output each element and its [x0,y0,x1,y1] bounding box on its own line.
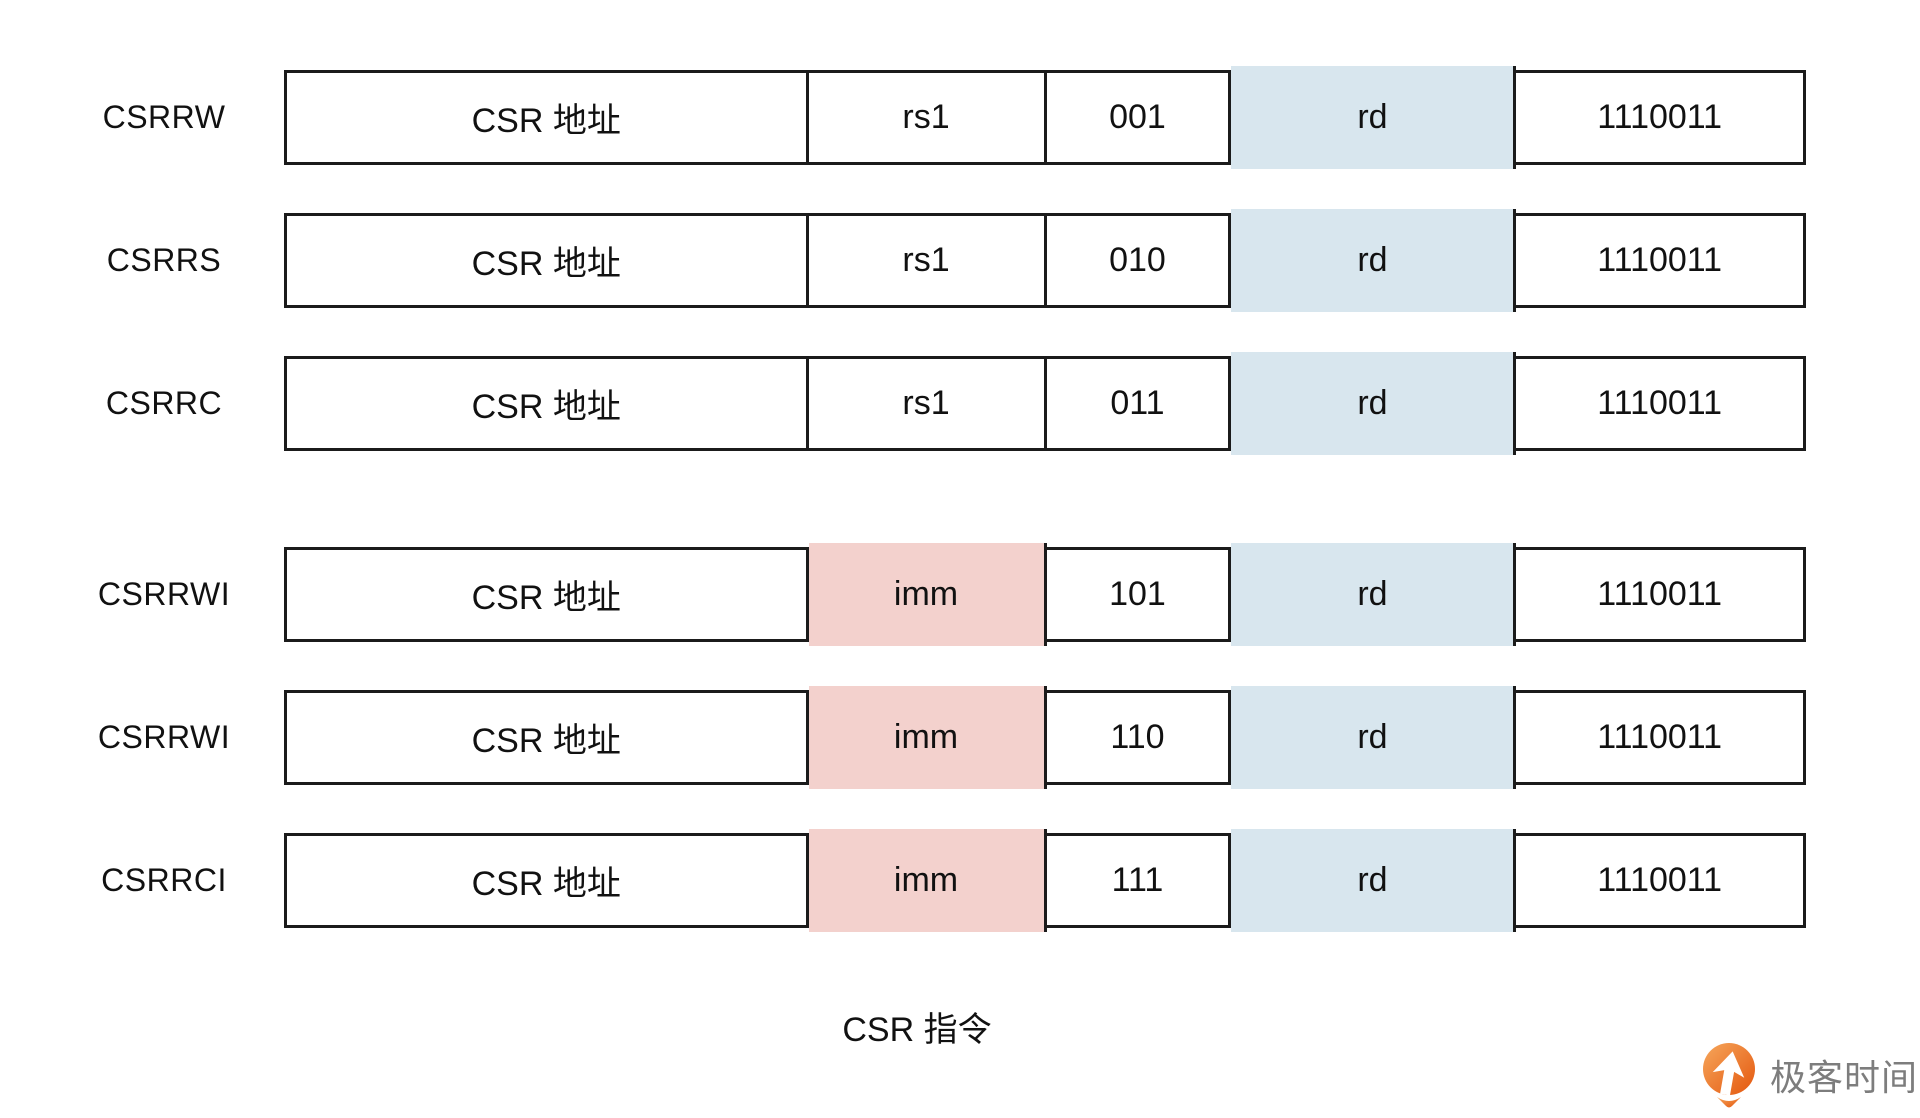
field-csr-address: CSR 地址 [287,73,809,162]
instruction-word: CSR 地址 imm 110 rd 1110011 [284,686,1806,789]
instruction-name: CSRRWI [97,576,231,612]
field-funct3: 011 [1047,359,1232,448]
field-opcode: 1110011 [1597,98,1723,136]
field-funct3: 010 [1047,216,1232,305]
instruction-name: CSRRWI [97,719,231,755]
field-rd: rd [1231,209,1517,312]
field-imm: imm [808,543,1047,646]
instruction-word: CSR 地址 imm 111 rd 1110011 [284,829,1806,932]
field-opcode: 1110011 [1597,861,1723,899]
geektime-watermark: 极客时间 [1700,1042,1918,1108]
field-imm: imm [808,686,1047,789]
field-rd: rd [1231,66,1517,169]
field-opcode: 1110011 [1597,718,1723,756]
geektime-brand-text: 极客时间 [1770,1057,1919,1098]
field-rd: rd [1231,686,1517,789]
field-rs1: rs1 [809,73,1047,162]
field-csr-address: CSR 地址 [287,836,809,925]
field-funct3: 101 [1047,550,1232,639]
instruction-name: CSRRCI [101,862,227,898]
instruction-word: CSR 地址 rs1 011 rd 1110011 [284,352,1806,455]
format-row-csrrc: CSRRC CSR 地址 rs1 011 rd 1110011 [0,352,1920,455]
geektime-logo-icon [1703,1043,1755,1108]
field-imm: imm [808,829,1047,932]
instruction-word: CSR 地址 imm 101 rd 1110011 [284,543,1806,646]
field-csr-address: CSR 地址 [287,359,809,448]
instruction-name: CSRRC [105,385,223,421]
diagram-caption: CSR 指令 [842,1011,992,1049]
format-row-csrrwi: CSRRWI CSR 地址 imm 101 rd 1110011 [0,543,1920,646]
field-rs1: rs1 [809,216,1047,305]
instruction-word: CSR 地址 rs1 001 rd 1110011 [284,66,1806,169]
field-csr-address: CSR 地址 [287,550,809,639]
field-csr-address: CSR 地址 [287,693,809,782]
field-funct3: 001 [1047,73,1232,162]
instruction-name: CSRRS [106,242,222,278]
format-row-csrrw: CSRRW CSR 地址 rs1 001 rd 1110011 [0,66,1920,169]
field-rd: rd [1231,543,1517,646]
field-rd: rd [1231,829,1517,932]
format-row-csrrs: CSRRS CSR 地址 rs1 010 rd 1110011 [0,209,1920,312]
field-funct3: 111 [1047,836,1232,925]
field-opcode: 1110011 [1597,241,1723,279]
field-funct3: 110 [1047,693,1232,782]
field-opcode: 1110011 [1597,575,1723,613]
instruction-name: CSRRW [102,99,226,135]
instruction-word: CSR 地址 rs1 010 rd 1110011 [284,209,1806,312]
field-opcode: 1110011 [1597,384,1723,422]
field-csr-address: CSR 地址 [287,216,809,305]
format-row-csrrwi-2: CSRRWI CSR 地址 imm 110 rd 1110011 [0,686,1920,789]
field-rd: rd [1231,352,1517,455]
format-row-csrrci: CSRRCI CSR 地址 imm 111 rd 1110011 [0,829,1920,932]
field-rs1: rs1 [809,359,1047,448]
